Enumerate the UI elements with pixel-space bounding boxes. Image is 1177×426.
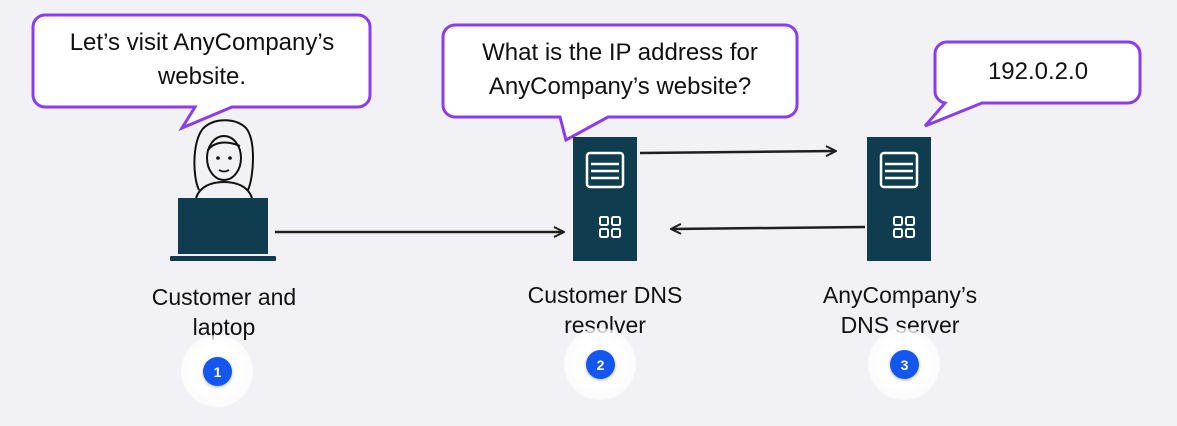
step-1-badge-halo: 1: [181, 335, 253, 407]
dns-server-icon: [867, 137, 931, 261]
customer-speech-bubble: [31, 13, 372, 132]
server-bubble-text: 192.0.2.0: [987, 58, 1089, 85]
arrow-server-to-resolver: [672, 227, 866, 229]
resolver-bubble-line-1: What is the IP address for: [482, 39, 758, 66]
customer-label-line-1: Customer and: [151, 284, 297, 310]
step-1-badge: 1: [203, 357, 232, 386]
arrow-resolver-to-server: [639, 151, 835, 153]
customer-bubble-line-1: Let’s visit AnyCompany’s: [69, 29, 335, 56]
step-2-badge: 2: [586, 350, 615, 379]
resolver-speech-bubble: [441, 23, 799, 143]
step-3-badge: 3: [890, 350, 919, 379]
customer-bubble-line-2: website.: [157, 63, 247, 90]
server-speech-bubble: [923, 40, 1142, 128]
step-3-badge-halo: 3: [868, 328, 940, 400]
server-label: AnyCompany’s DNS server: [780, 280, 1020, 340]
step-2-badge-halo: 2: [564, 328, 636, 400]
customer-bubble-text: Let’s visit AnyCompany’s website.: [38, 26, 366, 94]
resolver-label: Customer DNS resolver: [485, 280, 725, 340]
server-label-line-1: AnyCompany’s: [822, 282, 978, 308]
customer-label: Customer and laptop: [104, 282, 344, 342]
resolver-label-line-1: Customer DNS: [527, 282, 683, 308]
resolver-server-icon: [573, 137, 637, 261]
resolver-bubble-text: What is the IP address for AnyCompany’s …: [446, 36, 794, 104]
person-laptop-icon: [170, 119, 276, 261]
resolver-bubble-line-2: AnyCompany’s website?: [488, 73, 752, 100]
